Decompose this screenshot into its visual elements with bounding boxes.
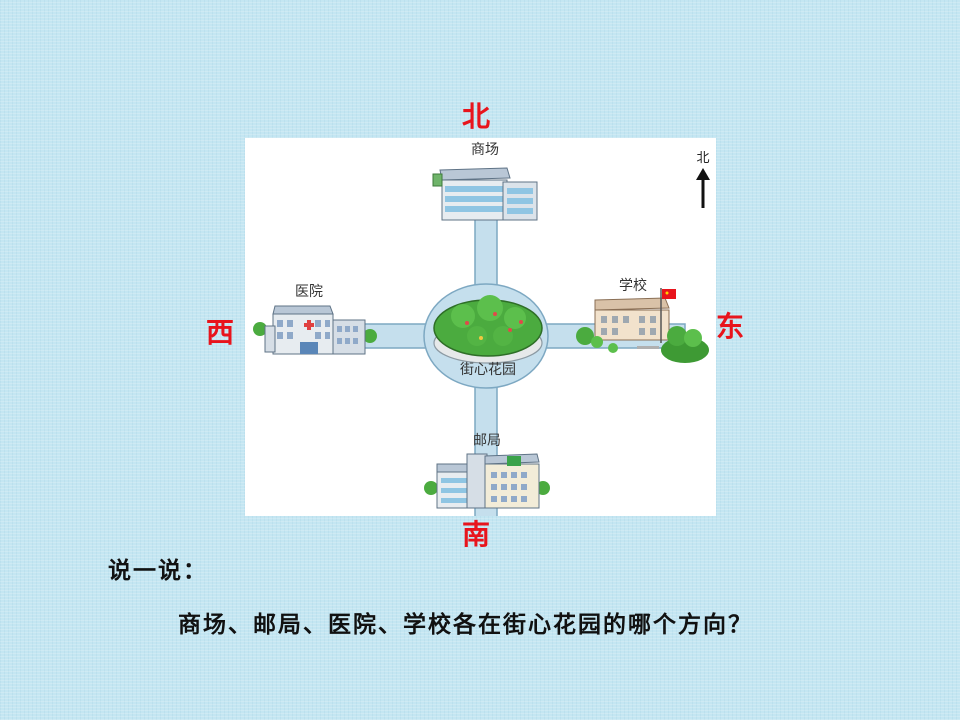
mall-label: 商场 — [471, 142, 499, 158]
compass-north-label: 北 — [696, 151, 709, 166]
school-building — [576, 288, 709, 363]
question-text: 商场、邮局、医院、学校各在街心花园的哪个方向？ — [178, 611, 753, 638]
direction-west-label: 西 — [206, 316, 235, 349]
direction-east-label: 东 — [716, 310, 745, 343]
mall-building — [432, 167, 538, 221]
school-label: 学校 — [619, 277, 647, 294]
direction-north-label: 北 — [462, 100, 491, 133]
central-garden — [433, 295, 543, 364]
compass-arrow-icon — [696, 168, 710, 208]
direction-south-label: 南 — [462, 518, 491, 551]
post-office-label: 邮局 — [473, 433, 501, 449]
street-map-drawing: 街心花园 商场 北 医院 — [253, 142, 710, 516]
hospital-building — [253, 305, 377, 355]
post-office-building — [424, 453, 550, 509]
street-map: 街心花园 商场 北 医院 — [245, 138, 716, 516]
garden-label: 街心花园 — [460, 362, 516, 378]
prompt-heading: 说一说： — [108, 557, 208, 584]
hospital-label: 医院 — [295, 284, 323, 300]
